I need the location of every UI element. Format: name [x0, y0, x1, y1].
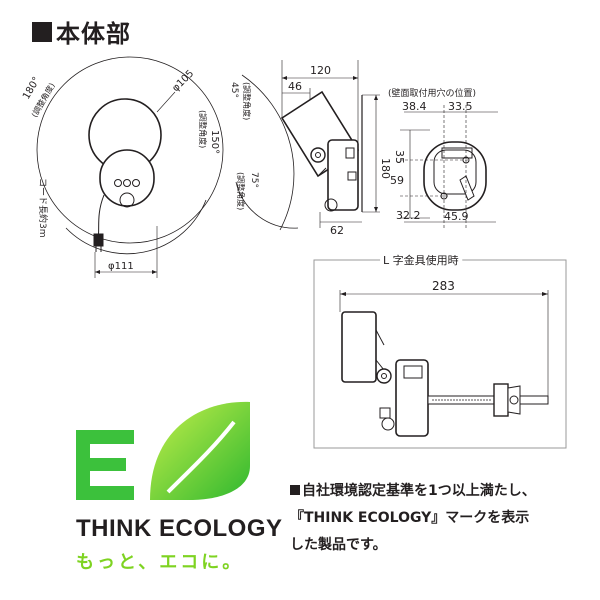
side-arc-upper [241, 74, 295, 231]
bracket-clamp [493, 383, 509, 417]
side-dim-62: 62 [330, 224, 344, 237]
back-cord [459, 175, 475, 201]
side-dim-46: 46 [288, 80, 302, 93]
side-sensor [324, 198, 338, 212]
side-pivot [310, 147, 326, 163]
front-plug [93, 233, 104, 247]
side-angle-75-note: (調整角度) [236, 172, 246, 210]
eco-leaf-icon [150, 401, 250, 500]
back-dim-35: 35 [393, 150, 406, 164]
eco-description-line-1: 自社環境認定基準を1つ以上満たし、 [302, 483, 536, 499]
eco-slogan: もっと、エコに。 [76, 552, 244, 573]
back-view [400, 105, 498, 228]
front-angle-150: 150° [209, 130, 220, 154]
side-view [235, 60, 380, 231]
front-arc-inner [65, 199, 207, 255]
side-angle-45-note: (調整角度) [242, 82, 252, 120]
front-body [99, 149, 155, 207]
front-cord [97, 194, 105, 241]
bullet-square-icon [290, 485, 300, 495]
back-dim-59: 59 [390, 174, 404, 187]
front-knob-3 [132, 179, 140, 187]
eco-description: 自社環境認定基準を1つ以上満たし、 『THINK ECOLOGY』マークを表示 … [290, 478, 536, 559]
section-title: 本体部 [32, 14, 131, 49]
back-dim-33-5: 33.5 [448, 100, 473, 113]
title-square-icon [32, 21, 52, 42]
side-dim-120: 120 [310, 64, 331, 77]
bracket-frame [313, 259, 567, 449]
bracket-label-bg: L 字金具使用時 [383, 253, 459, 267]
back-caption: (壁面取付用穴の位置) [388, 87, 476, 99]
front-arc-outer [36, 56, 224, 244]
front-knob-1 [114, 179, 122, 187]
side-dim-180: 180 [379, 158, 392, 179]
bracket-pivot [376, 368, 392, 384]
back-body [423, 141, 487, 211]
front-cord-label: コード長約3m [37, 178, 49, 238]
front-knob-2 [123, 179, 131, 187]
bracket-sensor [381, 417, 395, 431]
eco-logo [76, 401, 250, 500]
front-angle-150-note: (調整角度) [198, 110, 208, 148]
eco-description-line-3: した製品です。 [290, 537, 387, 553]
front-view [36, 56, 224, 278]
side-arc-lower [235, 181, 299, 229]
back-dim-32-2: 32.2 [396, 209, 421, 222]
bracket-view [313, 259, 567, 449]
bracket-dim-283: 283 [432, 279, 455, 293]
back-dim-38-4: 38.4 [402, 100, 427, 113]
eco-description-line-2: 『THINK ECOLOGY』マークを表示 [290, 510, 530, 526]
bracket-body [395, 359, 429, 437]
eco-name: THINK ECOLOGY [76, 515, 283, 542]
side-angle-75: 75° [249, 172, 259, 188]
title-text: 本体部 [56, 20, 131, 48]
side-angle-45: 45° [229, 82, 239, 98]
front-diameter-body: φ111 [108, 261, 134, 272]
bracket-label: L 字金具使用時 [383, 253, 459, 267]
front-sensor [119, 192, 135, 208]
back-dim-45-9: 45.9 [444, 210, 469, 223]
bracket-head [341, 311, 377, 383]
